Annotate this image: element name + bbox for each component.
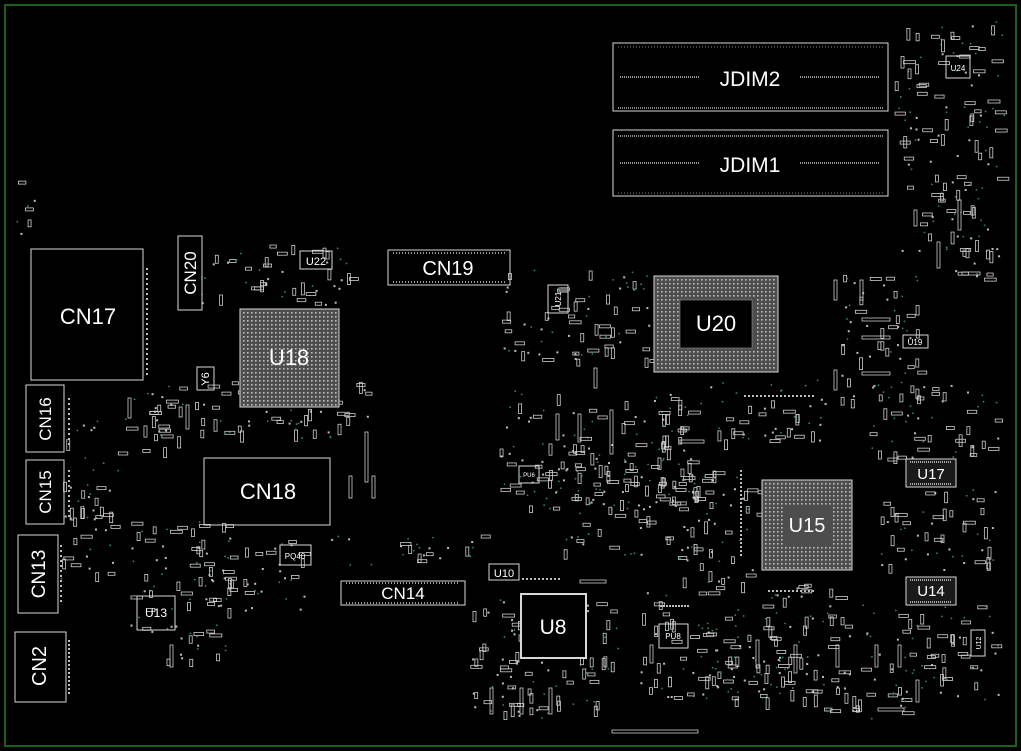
label-u14: U14 xyxy=(917,583,945,600)
component-cn2[interactable]: CN2 xyxy=(14,631,67,703)
component-pu8[interactable]: PU8 xyxy=(658,623,689,649)
label-cn15: CN15 xyxy=(36,470,55,513)
label-cn20: CN20 xyxy=(181,251,200,294)
component-u15[interactable]: U15 xyxy=(761,479,853,571)
label-u12: U12 xyxy=(976,636,983,649)
label-u20: U20 xyxy=(696,311,736,336)
component-u21[interactable]: U21 xyxy=(547,284,569,314)
label-u13: U13 xyxy=(145,606,167,620)
label-cn13: CN13 xyxy=(29,550,50,599)
label-cn16: CN16 xyxy=(36,397,55,440)
label-cn2: CN2 xyxy=(29,646,51,686)
label-u22: U22 xyxy=(306,256,326,268)
component-pu6[interactable]: PU6 xyxy=(518,465,540,484)
component-cn14[interactable]: CN14 xyxy=(340,580,466,606)
component-cn16[interactable]: CN16 xyxy=(25,384,65,453)
component-u14[interactable]: U14 xyxy=(905,576,957,606)
component-cn15[interactable]: CN15 xyxy=(25,459,65,525)
component-cn20[interactable]: CN20 xyxy=(177,235,203,311)
component-u22[interactable]: U22 xyxy=(299,250,333,270)
component-u10[interactable]: U10 xyxy=(488,563,520,581)
component-u17[interactable]: U17 xyxy=(905,458,957,488)
component-cn13[interactable]: CN13 xyxy=(17,534,59,614)
component-jdim1[interactable]: JDIM1 xyxy=(612,129,889,197)
component-u18[interactable]: U18 xyxy=(239,308,340,408)
label-jdim1: JDIM1 xyxy=(720,154,781,177)
label-u10: U10 xyxy=(494,568,514,580)
passive-components-layer xyxy=(16,21,1010,734)
label-pu6: PU6 xyxy=(523,473,535,479)
label-pq40: PQ40 xyxy=(285,552,306,561)
component-pq40[interactable]: PQ40 xyxy=(279,544,312,566)
label-u17: U17 xyxy=(917,466,945,483)
u18-ball-grid xyxy=(243,312,337,406)
label-cn18: CN18 xyxy=(240,479,296,504)
u20-ball-grid xyxy=(657,279,775,369)
component-u12[interactable]: U12 xyxy=(970,629,986,657)
label-cn14: CN14 xyxy=(381,584,424,603)
label-cn19: CN19 xyxy=(422,258,473,280)
label-u8: U8 xyxy=(540,616,567,639)
component-u20[interactable]: U20 xyxy=(653,275,779,373)
board-outline xyxy=(4,4,1017,747)
component-jdim2[interactable]: JDIM2 xyxy=(612,42,889,112)
label-u21: U21 xyxy=(554,291,563,306)
label-cn17: CN17 xyxy=(60,304,116,329)
label-jdim2: JDIM2 xyxy=(720,68,781,91)
label-pu8: PU8 xyxy=(665,632,681,641)
label-u18: U18 xyxy=(269,345,309,370)
component-cn17[interactable]: CN17 xyxy=(30,248,144,381)
u15-ball-grid xyxy=(765,483,851,569)
component-cn18[interactable]: CN18 xyxy=(203,457,331,526)
label-u15: U15 xyxy=(789,515,826,537)
component-cn19[interactable]: CN19 xyxy=(387,249,511,286)
component-u8[interactable]: U8 xyxy=(520,593,587,659)
label-y6: Y6 xyxy=(200,372,212,385)
component-u13[interactable]: U13 xyxy=(136,595,176,631)
component-y6[interactable]: Y6 xyxy=(196,366,215,391)
label-u24: U24 xyxy=(951,64,966,73)
label-u19: U19 xyxy=(908,338,923,347)
component-u24[interactable]: U24 xyxy=(945,55,971,79)
component-u19[interactable]: U19 xyxy=(902,334,929,349)
